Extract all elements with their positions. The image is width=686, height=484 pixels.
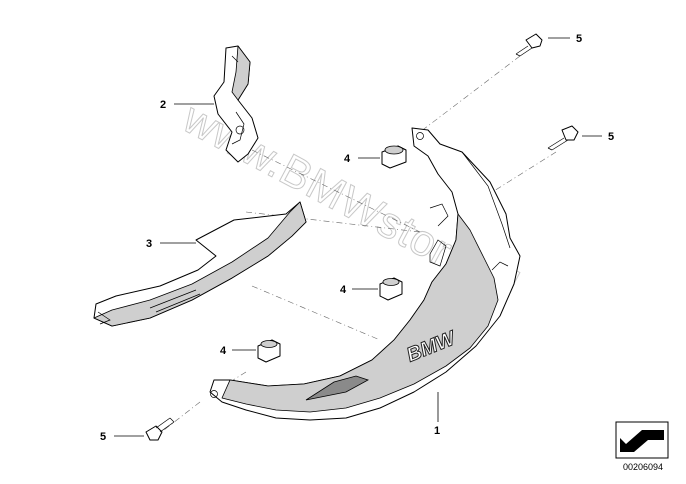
part-4-grommet-middle[interactable]	[379, 277, 403, 301]
callout-5-right[interactable]: 5	[608, 131, 614, 143]
callout-3[interactable]: 3	[146, 238, 152, 250]
part-5-screw-right[interactable]	[547, 125, 579, 151]
leader-lines	[114, 37, 602, 437]
arrow-corner-icon[interactable]	[615, 421, 669, 459]
part-1-engine-spoiler[interactable]	[209, 127, 521, 421]
diagram-number: 00206094	[623, 462, 663, 472]
callout-5-bottom[interactable]: 5	[100, 431, 106, 443]
part-5-screw-top[interactable]	[515, 33, 543, 57]
part-5-screw-bottom[interactable]	[145, 417, 175, 441]
callout-1[interactable]: 1	[434, 425, 440, 437]
callout-4-top[interactable]: 4	[344, 153, 351, 165]
callout-2[interactable]: 2	[160, 99, 166, 111]
part-3-trim[interactable]	[93, 201, 307, 327]
callout-4-lower[interactable]: 4	[220, 345, 227, 357]
part-4-grommet-lower[interactable]	[257, 339, 281, 363]
part-4-grommet-top[interactable]	[381, 145, 407, 169]
callout-5-top[interactable]: 5	[576, 33, 582, 45]
callout-4-middle[interactable]: 4	[340, 284, 347, 296]
part-2-bracket[interactable]	[213, 45, 259, 163]
